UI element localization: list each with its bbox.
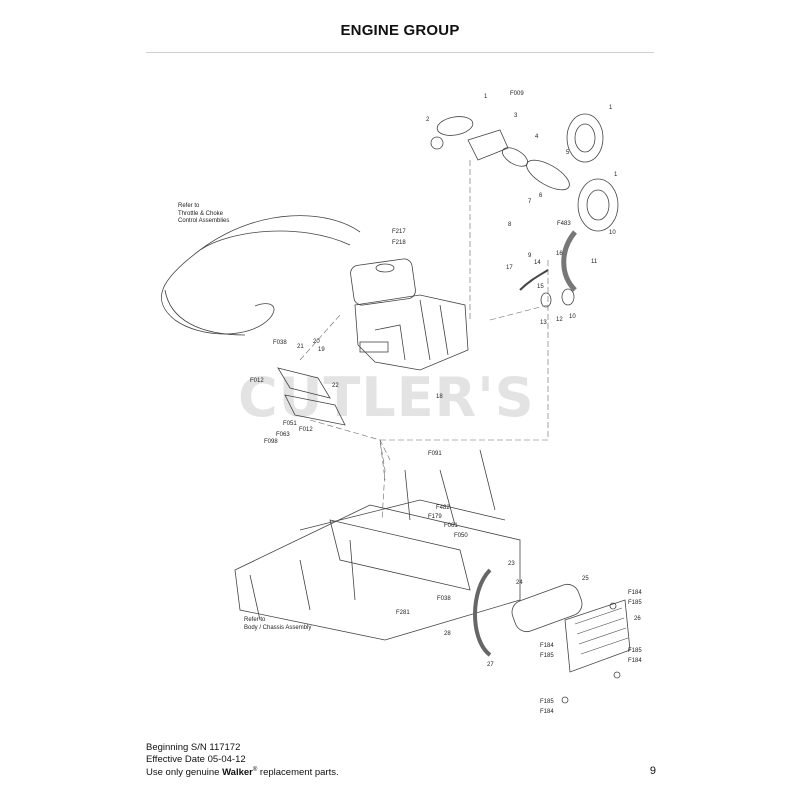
callout: 26 bbox=[634, 616, 641, 622]
callout: F098 bbox=[264, 439, 278, 445]
air-cleaner-housing bbox=[577, 178, 619, 232]
callout: 7 bbox=[528, 199, 532, 205]
callout: 15 bbox=[537, 284, 544, 290]
callout: F051 bbox=[283, 421, 297, 427]
note-throttle-line-2: Throttle & Choke bbox=[178, 210, 224, 217]
clamp-ring bbox=[436, 116, 474, 136]
callout: 14 bbox=[534, 260, 541, 266]
callout: 2 bbox=[426, 117, 430, 123]
page-title: ENGINE GROUP bbox=[340, 22, 460, 39]
muffler-pipe bbox=[473, 568, 492, 657]
intake-hose bbox=[561, 230, 577, 292]
callout: F050 bbox=[454, 533, 468, 539]
callout: 11 bbox=[591, 259, 598, 265]
callout: F281 bbox=[396, 610, 410, 616]
heat-shield bbox=[564, 599, 631, 673]
callout: 4 bbox=[535, 134, 539, 140]
chassis-frame bbox=[234, 504, 521, 641]
page-number: 9 bbox=[649, 765, 656, 777]
engine-fuel-tank bbox=[350, 258, 416, 306]
note-chassis-line-1: Refer to bbox=[244, 617, 266, 623]
callout: 20 bbox=[313, 339, 320, 345]
footer-serial: Beginning S/N 117172 bbox=[146, 742, 241, 753]
footer-effective-date: Effective Date 05-04-12 bbox=[146, 753, 246, 765]
callout: 17 bbox=[506, 265, 513, 271]
callout: F184 bbox=[628, 658, 642, 664]
engine-shaft bbox=[359, 341, 389, 353]
callout: F185 bbox=[540, 653, 554, 659]
callout: F009 bbox=[510, 91, 524, 97]
footer: Beginning S/N 117172 Effective Date 05-0… bbox=[146, 742, 339, 779]
callout: 19 bbox=[318, 347, 325, 353]
callout: F184 bbox=[540, 709, 554, 715]
callout: 1 bbox=[484, 94, 488, 100]
callout: 10 bbox=[609, 230, 616, 236]
callout: 23 bbox=[508, 561, 515, 567]
footer-parts-note: Use only genuine Walker® replacement par… bbox=[146, 765, 339, 779]
callout: 27 bbox=[487, 662, 494, 668]
watermark: CUTLER'S bbox=[238, 366, 535, 429]
callout: F038 bbox=[273, 340, 287, 346]
callout: F179 bbox=[428, 514, 442, 520]
callout: 21 bbox=[297, 344, 304, 350]
wing-nut bbox=[430, 136, 444, 150]
engine-block bbox=[354, 294, 469, 371]
callout: 16 bbox=[556, 251, 563, 257]
note-throttle-line-3: Control Assemblies bbox=[178, 218, 230, 224]
note-throttle-line-1: Refer to bbox=[178, 203, 200, 209]
pre-filter bbox=[501, 147, 529, 167]
callout: F218 bbox=[392, 240, 406, 246]
callout: 3 bbox=[514, 113, 518, 119]
registered-mark: ® bbox=[252, 767, 258, 773]
muffler bbox=[511, 583, 583, 633]
footer-parts-prefix: Use only genuine bbox=[146, 767, 223, 779]
callout: F061 bbox=[444, 523, 458, 529]
callout: F091 bbox=[428, 451, 442, 457]
air-cleaner-cover bbox=[566, 113, 604, 163]
callout: F185 bbox=[628, 600, 642, 606]
callout: F185 bbox=[540, 699, 554, 705]
header-divider bbox=[146, 52, 654, 53]
callout: 10 bbox=[569, 314, 576, 320]
throttle-cable bbox=[160, 215, 361, 335]
air-filter-element bbox=[526, 159, 570, 191]
note-chassis-line-2: Body / Chassis Assembly bbox=[244, 624, 312, 631]
callout: F483 bbox=[557, 221, 571, 227]
callout: 1 bbox=[609, 105, 613, 111]
callout: 25 bbox=[582, 576, 589, 582]
callout: F012 bbox=[299, 427, 313, 433]
callout: 9 bbox=[528, 253, 532, 259]
callout: 1 bbox=[614, 172, 618, 178]
callout: 13 bbox=[540, 320, 547, 326]
callout: 18 bbox=[436, 394, 443, 400]
callout: F217 bbox=[392, 229, 406, 235]
callout: 6 bbox=[539, 193, 543, 199]
callout: 28 bbox=[444, 631, 451, 637]
callout: F038 bbox=[437, 596, 451, 602]
callout: 8 bbox=[508, 222, 512, 228]
callout: F185 bbox=[628, 648, 642, 654]
callout: F012 bbox=[250, 378, 264, 384]
callout: F184 bbox=[628, 590, 642, 596]
mount-plate-21 bbox=[277, 367, 331, 399]
callout: F482 bbox=[436, 505, 450, 511]
note-chassis: Refer to Body / Chassis Assembly bbox=[244, 617, 311, 632]
callout: 5 bbox=[566, 150, 570, 156]
callout: 24 bbox=[516, 580, 523, 586]
callout: 12 bbox=[556, 317, 563, 323]
footer-parts-suffix: replacement parts. bbox=[257, 767, 339, 779]
note-throttle: Refer to Throttle & Choke Control Assemb… bbox=[178, 203, 229, 226]
mount-plate-22 bbox=[284, 394, 346, 426]
callout: F184 bbox=[540, 643, 554, 649]
footer-brand: Walker bbox=[222, 767, 253, 779]
callout: F063 bbox=[276, 432, 290, 438]
bracket bbox=[467, 129, 509, 161]
callout: 22 bbox=[332, 383, 339, 389]
